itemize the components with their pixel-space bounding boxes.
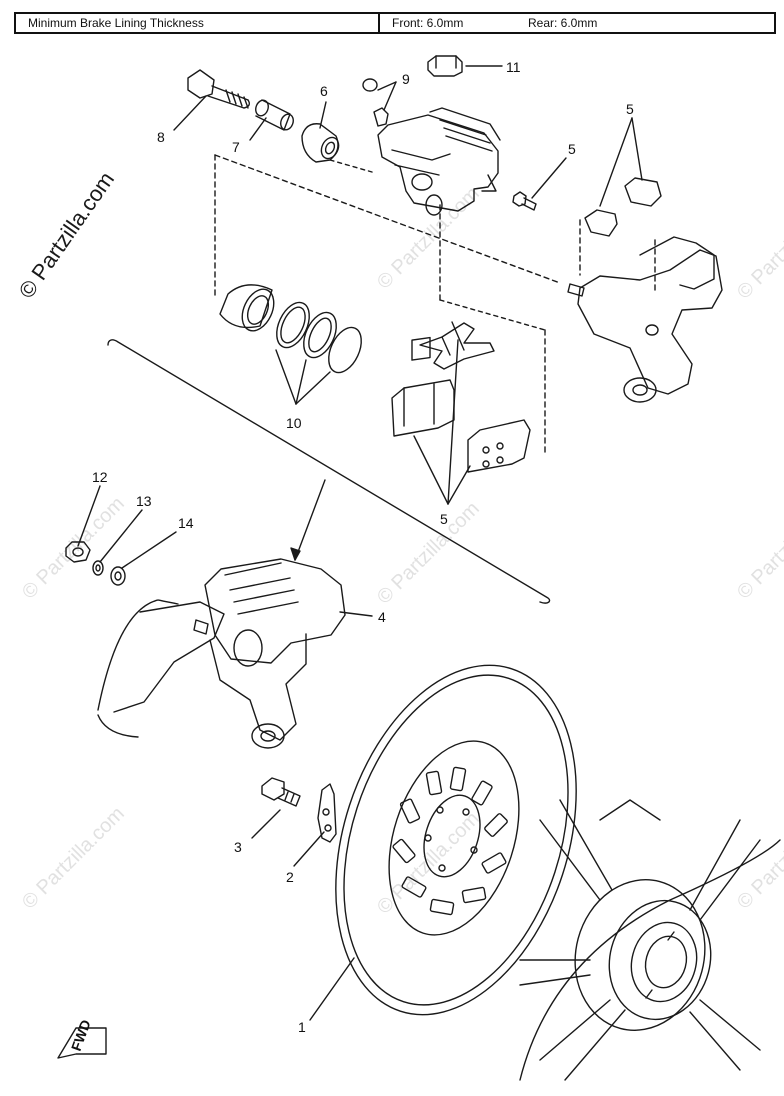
callout-11: 11 [506,59,521,75]
callout-8: 8 [157,129,165,145]
callout-7: 7 [232,139,240,155]
lower-caliper [97,558,346,749]
disc-bolt [261,777,301,807]
callout-12: 12 [92,469,108,485]
clip [427,55,463,77]
bleed-screw [362,78,389,127]
disc-vent-holes [392,766,508,916]
callout-5-pads: 5 [440,511,448,527]
callout-1: 1 [298,1019,306,1035]
upper-right-caliper [567,177,723,403]
pin-bolt [512,191,537,211]
callout-3: 3 [234,839,242,855]
piston-seals [276,301,362,374]
watermark: © Partzilla.com [733,493,784,604]
pad-spring [419,321,495,370]
fwd-arrow-badge: FWD [57,1018,107,1059]
callout-6: 6 [320,83,328,99]
spec-rear-value: Rear: 6.0mm [528,16,598,30]
watermark: © Partzilla.com [733,193,784,304]
callout-2: 2 [286,869,294,885]
callouts: 8 7 6 9 11 5 5 10 5 12 13 14 4 3 2 1 [92,59,634,1035]
watermark: © Partzilla.com [373,498,484,609]
bolt-long [187,69,251,109]
watermark: © Partzilla.com [18,493,129,604]
boot [301,123,340,163]
leader-lines [77,65,643,1021]
watermark: © Partzilla.com [18,803,129,914]
callout-13: 13 [136,493,152,509]
watermark-main: © Partzilla.com [14,167,120,303]
callout-5-pin: 5 [568,141,576,157]
watermark-group: © Partzilla.com © Partzilla.com © Partzi… [14,167,784,918]
spec-label: Minimum Brake Lining Thickness [16,14,380,32]
brake-disc [335,664,577,1016]
fwd-label: FWD [68,1018,94,1053]
nut-washers [65,541,126,586]
callout-4: 4 [378,609,386,625]
brake-pads [391,336,531,473]
upper-caliper-body [377,107,501,216]
wheel-hub [519,799,781,1081]
watermark: © Partzilla.com [733,803,784,914]
sleeve [255,99,294,131]
callout-10: 10 [286,415,302,431]
spec-header: Minimum Brake Lining Thickness Front: 6.… [14,12,776,34]
lock-plate [317,783,337,843]
spec-front-value: Front: 6.0mm [392,16,464,30]
exploded-view-outline [107,154,656,604]
callout-9: 9 [402,71,410,87]
piston [219,284,275,332]
callout-5-clips: 5 [626,101,634,117]
callout-14: 14 [178,515,194,531]
watermark: © Partzilla.com [373,183,484,294]
